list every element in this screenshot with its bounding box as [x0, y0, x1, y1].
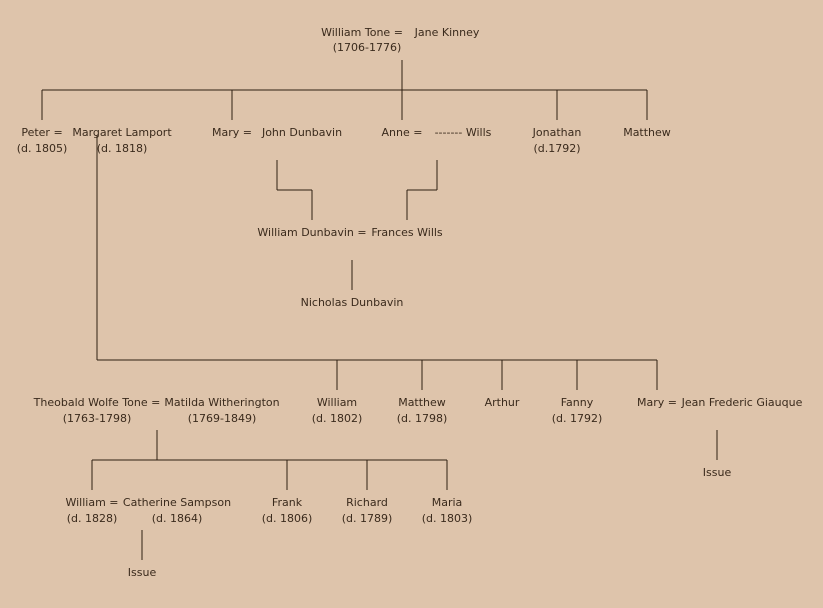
richard-tone-name: Richard	[346, 496, 388, 509]
catherine-sampson-name: Catherine Sampson	[122, 496, 232, 509]
john-dunbavin-name: John Dunbavin	[261, 126, 343, 139]
root-dates: (1706-1776)	[332, 41, 402, 54]
margaret-lamport-name: Margaret Lamport	[72, 126, 172, 139]
jean-frederic-giauque-name: Jean Frederic Giauque	[681, 396, 803, 409]
maria-tone-name: Maria	[431, 496, 463, 509]
william-tone-jr-name: William	[316, 396, 358, 409]
mary-tone-gen2-name: Mary =	[637, 396, 677, 409]
william-tone-name: William Tone =	[321, 26, 403, 39]
theobald-wolfe-tone-dates: (1763-1798)	[62, 412, 132, 425]
giauque-issue-label: Issue	[702, 466, 732, 479]
william-wolfe-tone-dates: (d. 1828)	[66, 512, 118, 525]
fanny-tone-dates: (d. 1792)	[551, 412, 603, 425]
william-issue-label: Issue	[127, 566, 157, 579]
jane-kinney-name: Jane Kinney	[414, 26, 480, 39]
matthew-tone-name: Matthew	[398, 396, 446, 409]
peter-dates: (d. 1805)	[16, 142, 68, 155]
mary-tone-name: Mary =	[212, 126, 252, 139]
wills-name: ------- Wills	[434, 126, 492, 139]
margaret-lamport-dates: (d. 1818)	[96, 142, 148, 155]
matthew-tone-dates: (d. 1798)	[396, 412, 448, 425]
anne-tone-name: Anne =	[381, 126, 423, 139]
matilda-witherington-dates: (1769-1849)	[187, 412, 257, 425]
richard-tone-dates: (d. 1789)	[341, 512, 393, 525]
theobald-wolfe-tone-name: Theobald Wolfe Tone =	[33, 396, 161, 409]
frank-tone-name: Frank	[271, 496, 303, 509]
maria-tone-dates: (d. 1803)	[421, 512, 473, 525]
jonathan-name: Jonathan	[532, 126, 582, 139]
frank-tone-dates: (d. 1806)	[261, 512, 313, 525]
matthew-uncle-name: Matthew	[623, 126, 671, 139]
nicholas-dunbavin-name: Nicholas Dunbavin	[300, 296, 404, 309]
jonathan-dates: (d.1792)	[533, 142, 581, 155]
fanny-tone-name: Fanny	[560, 396, 594, 409]
william-tone-jr-dates: (d. 1802)	[311, 412, 363, 425]
arthur-tone-name: Arthur	[484, 396, 520, 409]
william-wolfe-tone-name: William =	[65, 496, 119, 509]
william-dunbavin-name: William Dunbavin =	[257, 226, 367, 239]
catherine-sampson-dates: (d. 1864)	[151, 512, 203, 525]
frances-wills-name: Frances Wills	[371, 226, 443, 239]
matilda-witherington-name: Matilda Witherington	[164, 396, 280, 409]
peter-name: Peter =	[21, 126, 63, 139]
